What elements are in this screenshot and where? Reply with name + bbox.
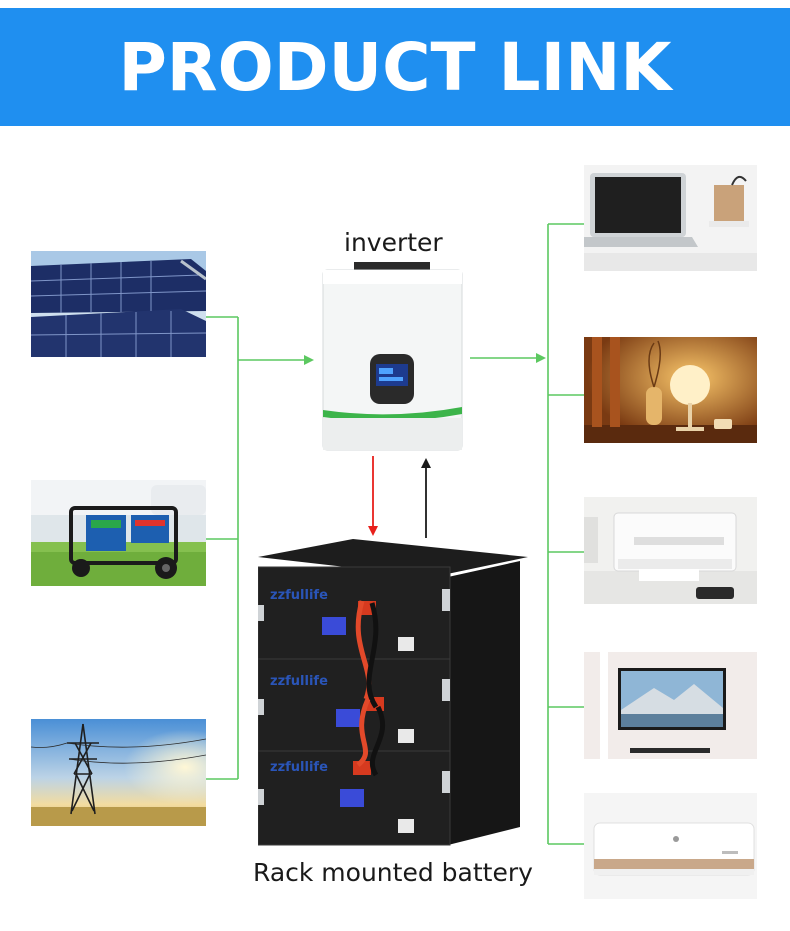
power-grid-tower-image	[31, 719, 206, 826]
solar-panel-image	[31, 251, 206, 357]
battery-label: Rack mounted battery	[253, 858, 533, 887]
battery-module-top: zzfullife	[258, 566, 451, 660]
source-bus-line	[205, 316, 314, 780]
page-title: PRODUCT LINK	[118, 28, 672, 106]
printer-image	[584, 497, 757, 604]
laptop-image	[584, 165, 757, 271]
battery-module-bottom: zzfullife	[258, 750, 451, 846]
load-bus-line	[470, 223, 584, 845]
svg-text:zzfullife: zzfullife	[270, 760, 328, 775]
generator-image	[31, 480, 206, 586]
battery-module-middle: zzfullife	[258, 658, 451, 752]
air-conditioner-image	[584, 793, 757, 899]
inverter-image	[320, 262, 465, 452]
table-lamp-image	[584, 337, 757, 443]
inverter-label: inverter	[344, 228, 443, 257]
title-banner: PRODUCT LINK	[0, 8, 790, 126]
svg-text:zzfullife: zzfullife	[270, 674, 328, 689]
television-image	[584, 652, 757, 759]
battery-rack-image: zzfullife zzfullife zzfullife	[258, 539, 528, 851]
svg-text:zzfullife: zzfullife	[270, 588, 328, 603]
